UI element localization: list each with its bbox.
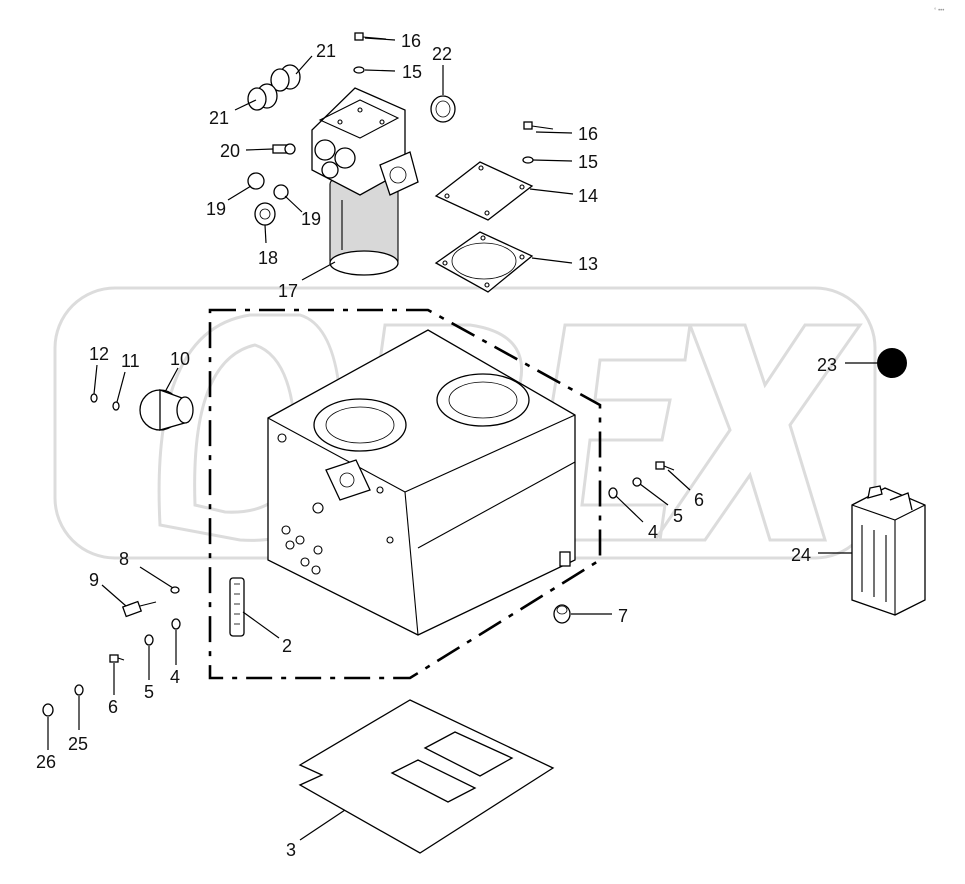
- callout-22: 22: [432, 44, 452, 64]
- callout-19-left: 19: [206, 199, 226, 219]
- callout-16-top: 16: [401, 31, 421, 51]
- screw-12: [90, 393, 98, 403]
- part-23-dot: [877, 348, 907, 378]
- washer-15-top: [353, 66, 365, 74]
- bolt-6-right: [655, 461, 675, 471]
- washer-5-right: [632, 477, 642, 487]
- callout-20: 20: [220, 141, 240, 161]
- callout-25: 25: [68, 734, 88, 754]
- callout-14: 14: [578, 186, 598, 206]
- gasket: [434, 231, 534, 293]
- callout-7: 7: [618, 606, 628, 626]
- callout-10: 10: [170, 349, 190, 369]
- plug-22: [430, 95, 456, 123]
- callout-5-right: 5: [673, 506, 683, 526]
- hydraulic-tank: [267, 329, 576, 636]
- callout-21-lower: 21: [209, 108, 229, 128]
- washer-19-left: [247, 172, 265, 190]
- callout-19-right: 19: [301, 209, 321, 229]
- callout-15-top: 15: [402, 62, 422, 82]
- return-filter-assembly: [311, 87, 419, 276]
- tank-assembly-boundary: [208, 308, 602, 680]
- bolt-6-left: [109, 654, 125, 663]
- washer-4-left: [171, 618, 181, 630]
- washer-8: [170, 586, 180, 594]
- nut-26: [42, 703, 54, 717]
- callout-5-left: 5: [144, 682, 154, 702]
- cover-plate: [434, 161, 534, 221]
- fitting-18: [254, 202, 276, 226]
- callout-21-upper: 21: [316, 41, 336, 61]
- sensor-20: [272, 143, 296, 155]
- callout-4-right: 4: [648, 522, 658, 542]
- washer-4-right: [608, 487, 618, 499]
- callout-4-left: 4: [170, 667, 180, 687]
- callout-23: 23: [817, 355, 837, 375]
- fitting-21-lower: [247, 83, 278, 111]
- drain-plug-7: [553, 604, 571, 624]
- bolt-16-right: [523, 121, 554, 130]
- callout-3: 3: [286, 840, 296, 860]
- leader-lines: [47, 37, 877, 841]
- callout-labels: 16 15 21 21 22 20 19 19 18 17 16 15 14 1…: [36, 31, 837, 860]
- callout-24: 24: [791, 545, 811, 565]
- oil-canister: [851, 485, 926, 616]
- callout-15-right: 15: [578, 152, 598, 172]
- callout-13: 13: [578, 254, 598, 274]
- callout-9: 9: [89, 570, 99, 590]
- callout-26: 26: [36, 752, 56, 772]
- floor-mat: [298, 699, 555, 854]
- fitting-21-upper: [270, 64, 301, 92]
- sensor-9: [121, 600, 157, 618]
- level-gauge: [229, 577, 245, 637]
- callout-6-left: 6: [108, 697, 118, 717]
- washer-5-left: [144, 634, 154, 646]
- callout-11: 11: [121, 351, 140, 371]
- washer-11: [112, 401, 120, 411]
- nut-25: [74, 684, 84, 696]
- callout-16-right: 16: [578, 124, 598, 144]
- callout-8: 8: [119, 549, 129, 569]
- corner-mark: ° •••: [934, 8, 944, 14]
- callout-18: 18: [258, 248, 278, 268]
- callout-12: 12: [89, 344, 109, 364]
- callout-17: 17: [278, 281, 298, 301]
- washer-15-right: [522, 156, 534, 164]
- callout-6-right: 6: [694, 490, 704, 510]
- callout-2: 2: [282, 636, 292, 656]
- washer-19-right: [273, 184, 289, 200]
- breather-cap: [139, 389, 194, 431]
